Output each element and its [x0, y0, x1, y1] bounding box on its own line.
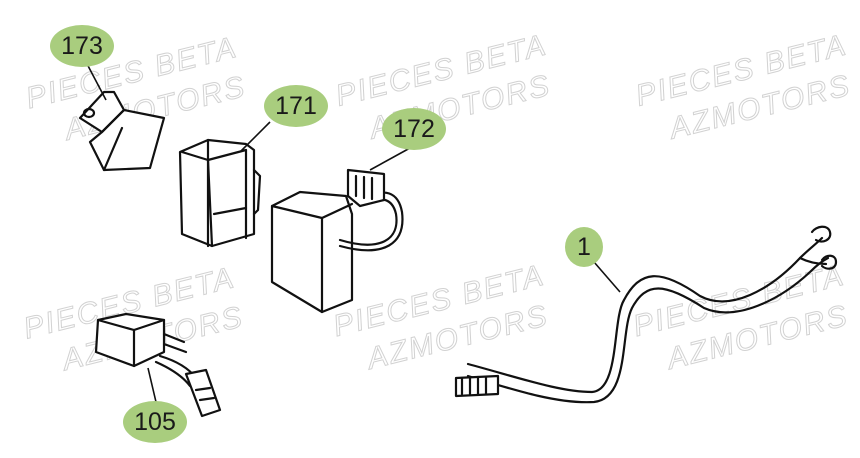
leader-173 — [85, 61, 107, 101]
leader-172 — [369, 147, 411, 171]
callout-173-label: 173 — [61, 32, 103, 60]
leader-lines — [85, 61, 621, 403]
part-171-relay — [178, 138, 262, 248]
callout-105-bubble — [123, 401, 187, 443]
callout-105: 105 — [123, 401, 187, 443]
part-1-harness — [454, 225, 838, 404]
callout-172-label: 172 — [393, 115, 435, 143]
callout-1: 1 — [565, 227, 603, 267]
part-172-unit — [270, 168, 404, 314]
leader-1 — [593, 261, 621, 293]
part-173-bracket — [78, 90, 166, 172]
callout-171-label: 171 — [275, 92, 317, 120]
callout-172: 172 — [382, 108, 446, 150]
callout-171-bubble — [264, 85, 328, 127]
callout-105-label: 105 — [134, 408, 176, 436]
leader-105 — [147, 367, 157, 403]
part-105-module — [94, 312, 222, 418]
callout-173-bubble — [50, 25, 114, 67]
callout-172-bubble — [382, 108, 446, 150]
callout-1-bubble — [565, 227, 603, 267]
callout-173: 173 — [50, 25, 114, 67]
callout-1-label: 1 — [577, 233, 591, 261]
callout-171: 171 — [264, 85, 328, 127]
leader-171 — [239, 121, 271, 153]
